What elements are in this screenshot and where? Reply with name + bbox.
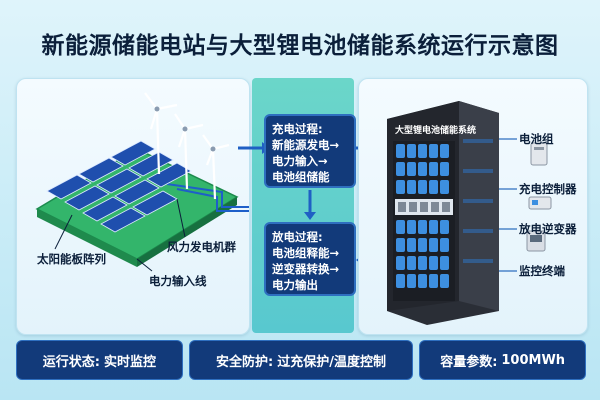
charge-step: 电力输入→ [272, 154, 328, 168]
wind-turbine-label: 风力发电机群 [167, 240, 236, 254]
discharge-head: 放电过程: [272, 230, 323, 244]
solar-array-label: 太阳能板阵列 [37, 252, 106, 266]
solar-array [46, 140, 192, 233]
monitor-terminal-label: 监控终端 [519, 264, 565, 278]
battery-cabinet [387, 101, 552, 325]
cabinet-nameplate: 大型锂电池储能系统 [395, 126, 477, 136]
power-line-label: 电力输入线 [149, 274, 207, 288]
run-status-value: 实时监控 [103, 354, 156, 370]
battery-cells [393, 141, 455, 301]
wind-turbines [144, 92, 230, 200]
charge-head: 充电过程: [272, 122, 323, 136]
status-bar: 运行状态: 实时监控 安全防护: 过充保护/温度控制 容量参数: 100MWh [16, 340, 587, 380]
generation-panel: 太阳能板阵列 风力发电机群 电力输入线 [16, 78, 250, 335]
safety-status-label: 安全防护: [216, 354, 274, 370]
charge-process-box: 充电过程: 新能源发电→ 电力输入→ 电池组储能 [264, 114, 356, 188]
discharge-inverter-label: 放电逆变器 [519, 222, 577, 236]
discharge-step: 电力输出 [272, 278, 318, 292]
discharge-step: 逆变器转换→ [272, 262, 340, 276]
safety-status: 安全防护: 过充保护/温度控制 [188, 340, 414, 380]
battery-group-label: 电池组 [519, 132, 554, 146]
capacity-status-label: 容量参数: [440, 354, 498, 370]
safety-status-value: 过充保护/温度控制 [277, 354, 386, 370]
capacity-status-value: 100MWh [501, 352, 566, 368]
charge-controller-label: 充电控制器 [519, 182, 577, 196]
discharge-process-box: 放电过程: 电池组释能→ 逆变器转换→ 电力输出 [264, 222, 356, 296]
page-title: 新能源储能电站与大型锂电池储能系统运行示意图 [41, 33, 559, 59]
discharge-step: 电池组释能→ [272, 246, 340, 260]
run-status: 运行状态: 实时监控 [16, 340, 183, 380]
run-status-label: 运行状态: [42, 354, 100, 370]
capacity-status: 容量参数: 100MWh [419, 340, 587, 380]
solar-wind-illustration [35, 92, 249, 272]
storage-panel: 大型锂电池储能系统 电池组 充电控制器 放电逆变器 监控终端 [358, 78, 588, 335]
charge-step: 电池组储能 [272, 170, 330, 184]
charge-step: 新能源发电→ [272, 138, 340, 152]
component-icons [526, 142, 552, 252]
